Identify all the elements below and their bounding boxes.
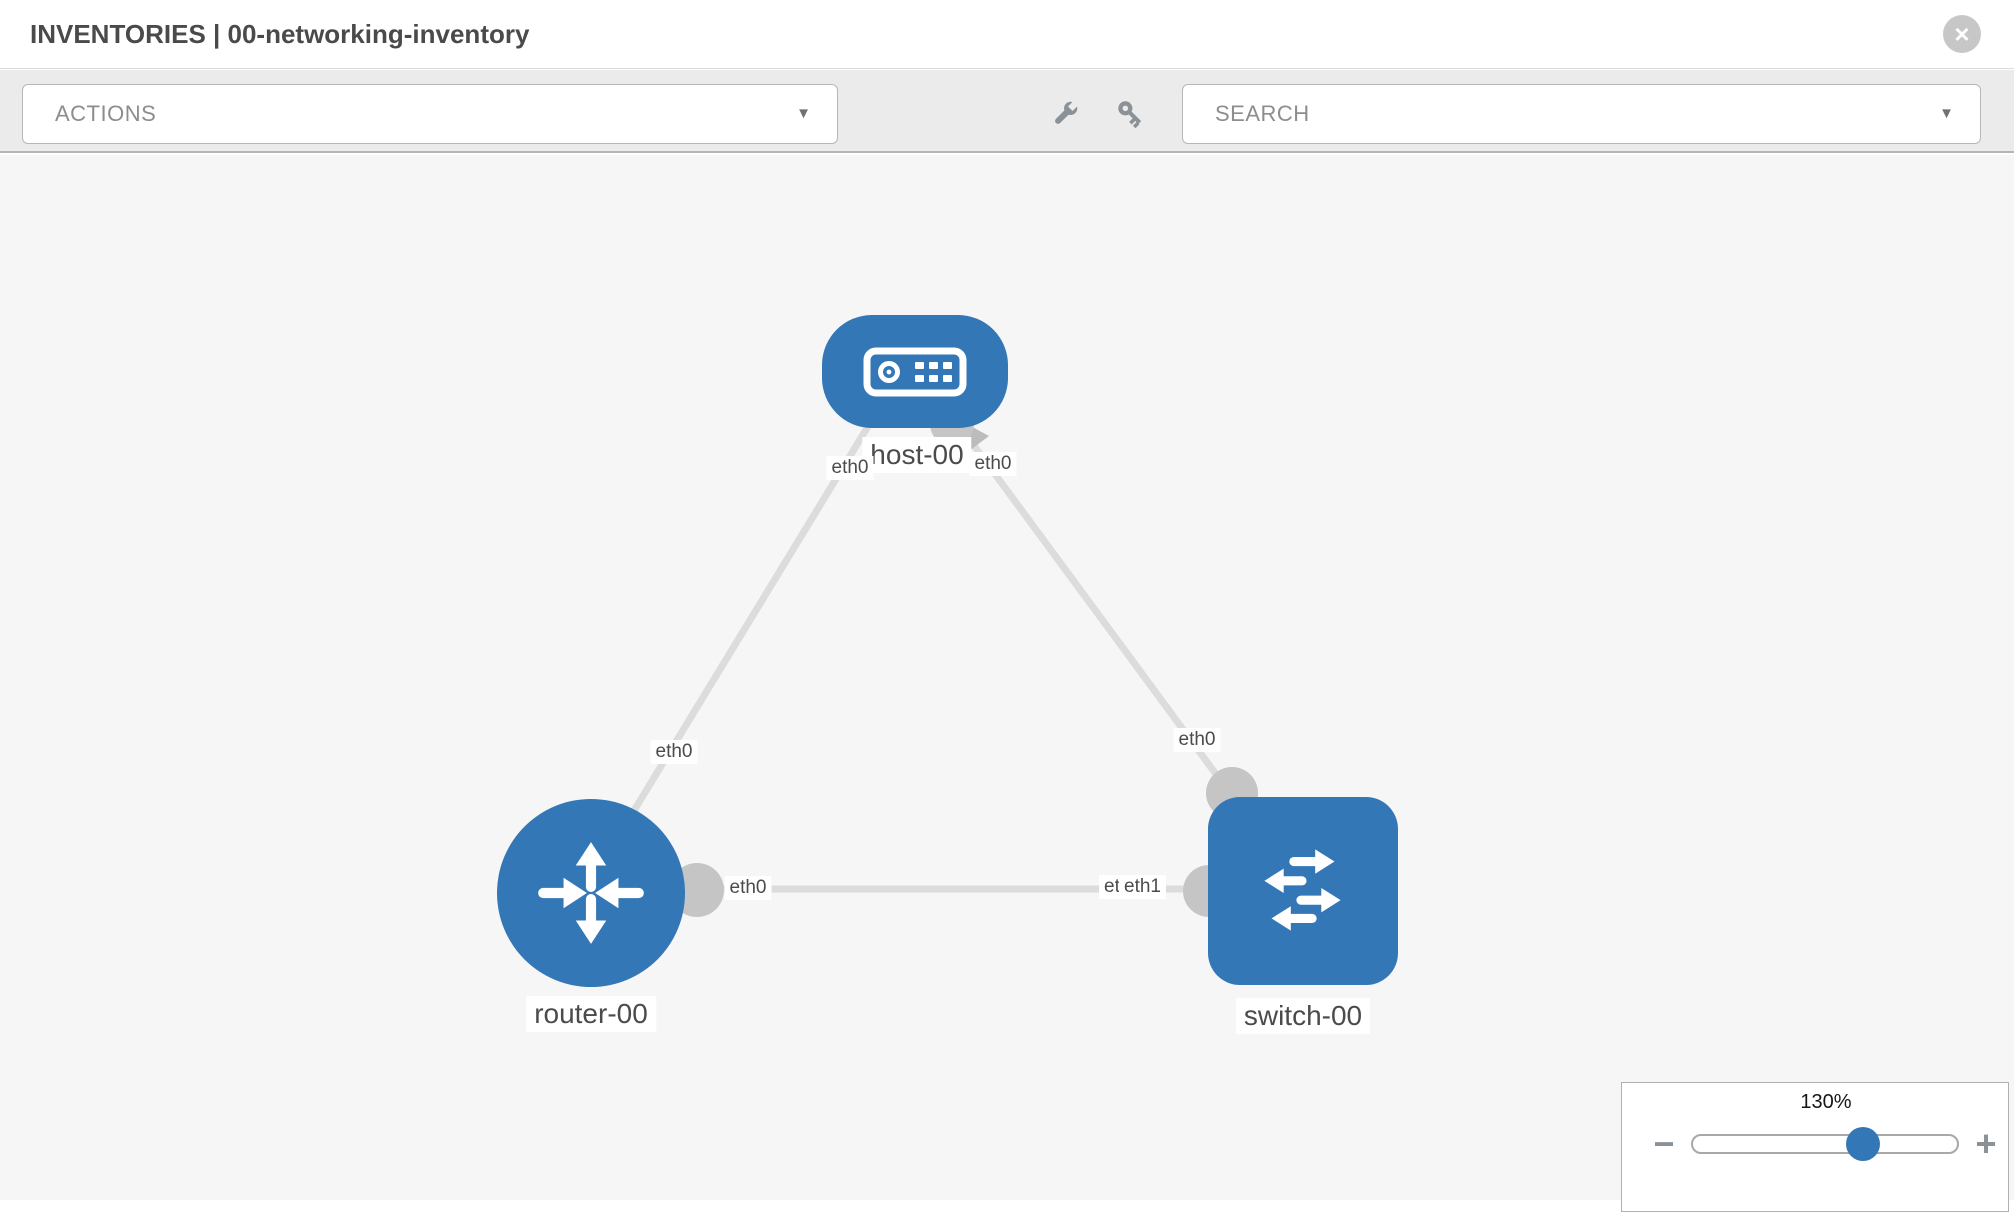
zoom-out-button[interactable]: − [1644,1123,1684,1164]
actions-dropdown-label: ACTIONS [55,101,157,126]
actions-dropdown[interactable]: ACTIONS ▼ [22,84,838,144]
plus-icon: + [1975,1123,1997,1164]
zoom-in-button[interactable]: + [1966,1123,2006,1164]
router-icon [538,842,644,944]
chevron-down-icon: ▼ [1939,105,1954,122]
interface-label-host-router: eth0 [826,456,874,480]
chevron-down-icon: ▼ [796,105,811,122]
close-button[interactable]: × [1943,15,1981,53]
node-label-router: router-00 [526,996,656,1032]
topology-links-svg [600,402,1300,917]
key-icon [1118,101,1142,129]
interface-label-switch-host: eth0 [1173,728,1221,752]
topology-canvas[interactable]: host-00 router-00 switch-00 eth0 eth0 et… [0,155,2014,1200]
node-switch[interactable] [1208,797,1398,985]
search-dropdown-label: SEARCH [1215,101,1310,126]
switch-icon [1264,849,1341,931]
zoom-level: 130% [1800,1091,1852,1113]
page-header: INVENTORIES | 00-networking-inventory × [0,0,2014,69]
interface-label-router-host: eth0 [650,740,698,764]
node-label-switch: switch-00 [1235,998,1371,1034]
close-icon: × [1954,18,1970,49]
key-button[interactable] [1109,84,1153,144]
minus-icon: − [1653,1123,1675,1164]
zoom-slider-handle[interactable] [1846,1127,1880,1161]
toolbar: ACTIONS ▼ SEARCH ▼ [0,70,2014,153]
interface-label-router-switch: eth0 [724,876,772,900]
interface-label-switch-router: eth1 [1119,875,1166,899]
page-title: INVENTORIES | 00-networking-inventory [30,19,530,49]
wrench-button[interactable] [1043,84,1087,144]
node-label-host: host-00 [862,437,972,473]
zoom-slider-track[interactable] [1691,1134,1959,1154]
host-icon [863,347,967,396]
link-host-router[interactable] [607,408,881,852]
wrench-icon [1055,100,1079,124]
interface-label-host-switch: eth0 [969,452,1017,476]
node-router[interactable] [497,799,685,987]
zoom-panel: 130% − + [1621,1082,2009,1212]
node-host[interactable] [822,315,1008,428]
search-dropdown[interactable]: SEARCH ▼ [1182,84,1981,144]
